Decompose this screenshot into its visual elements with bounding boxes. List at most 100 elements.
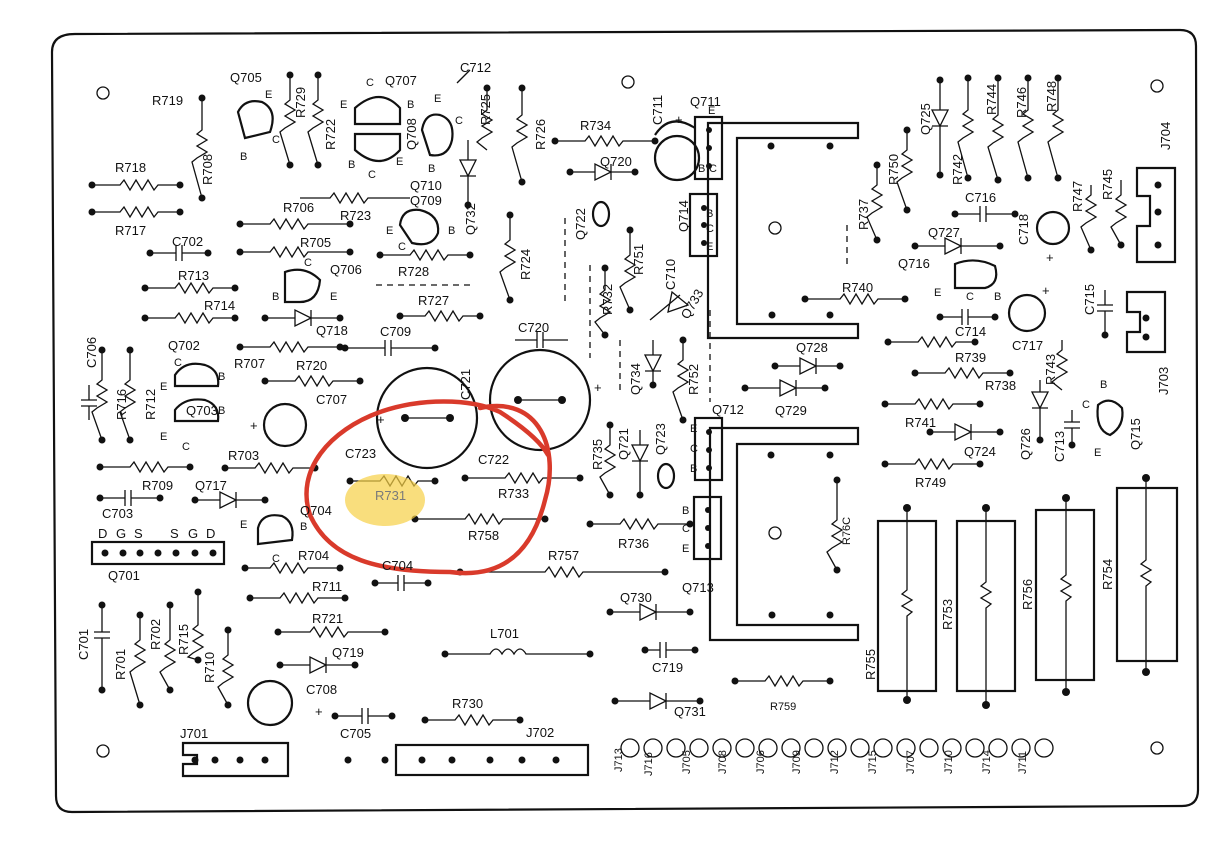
label-r722: R722 xyxy=(323,119,338,150)
label-q708: Q708 xyxy=(404,118,419,150)
label-j716: J716 xyxy=(643,752,655,776)
svg-text:B: B xyxy=(428,163,435,175)
label-r708: R708 xyxy=(200,154,215,185)
svg-text:C: C xyxy=(272,553,280,565)
label-r714: R714 xyxy=(204,298,235,313)
label-r737: R737 xyxy=(856,199,871,230)
svg-text:C: C xyxy=(690,443,698,455)
label-j706: J706 xyxy=(755,750,767,774)
label-r742: R742 xyxy=(950,154,965,185)
label-r738: R738 xyxy=(985,378,1016,393)
diodes xyxy=(195,80,1050,711)
svg-text:+: + xyxy=(594,380,602,395)
svg-text:C: C xyxy=(272,134,280,146)
heatsink-upper xyxy=(706,121,860,340)
q701-pin-3: S xyxy=(134,526,143,541)
transistor-bodies xyxy=(173,95,1124,546)
label-c715: C715 xyxy=(1082,284,1097,315)
label-r728: R728 xyxy=(398,264,429,279)
label-q729: Q729 xyxy=(775,403,807,418)
label-r730: R730 xyxy=(452,696,483,711)
label-r747: R747 xyxy=(1070,181,1085,212)
label-q727: Q727 xyxy=(928,225,960,240)
svg-text:B: B xyxy=(240,151,247,163)
svg-text:C: C xyxy=(182,441,190,453)
svg-text:E: E xyxy=(706,241,713,253)
label-q732: Q732 xyxy=(463,203,478,235)
label-r750: R750 xyxy=(886,154,901,185)
label-j701: J701 xyxy=(180,726,208,741)
label-j710: J710 xyxy=(943,750,955,774)
svg-text:B: B xyxy=(1100,379,1107,391)
svg-text:C: C xyxy=(174,357,182,369)
label-r726: R726 xyxy=(533,119,548,150)
svg-text:E: E xyxy=(340,99,347,111)
label-c711: C711 xyxy=(650,95,665,125)
label-r725: R725 xyxy=(478,94,493,125)
label-q713: Q713 xyxy=(682,580,714,595)
svg-text:E: E xyxy=(160,431,167,443)
label-c722: C722 xyxy=(478,452,509,467)
label-j709: J709 xyxy=(791,750,803,774)
svg-text:C: C xyxy=(368,169,376,181)
label-r713: R713 xyxy=(178,268,209,283)
label-c718: C718 xyxy=(1016,214,1031,245)
pads xyxy=(88,71,1162,764)
label-r717: R717 xyxy=(115,223,146,238)
svg-text:E: E xyxy=(682,543,689,555)
q701-pin-4: S xyxy=(170,526,179,541)
label-r701: R701 xyxy=(113,649,128,680)
svg-text:E: E xyxy=(330,291,337,303)
label-r709: R709 xyxy=(142,478,173,493)
svg-text:B: B xyxy=(218,371,225,383)
label-r740: R740 xyxy=(842,280,873,295)
label-q718: Q718 xyxy=(316,323,348,338)
label-r703: R703 xyxy=(228,448,259,463)
label-c705: C705 xyxy=(340,726,371,741)
label-c707: C707 xyxy=(316,392,347,407)
label-q717: Q717 xyxy=(195,478,227,493)
svg-text:B: B xyxy=(994,291,1001,303)
label-j704: J704 xyxy=(1158,122,1173,150)
label-q714: Q714 xyxy=(676,200,691,232)
label-q707: Q707 xyxy=(385,73,417,88)
label-r760: R76C xyxy=(841,517,853,545)
svg-text:E: E xyxy=(434,93,441,105)
svg-text:+: + xyxy=(315,704,323,719)
svg-text:C: C xyxy=(304,257,312,269)
label-c716: C716 xyxy=(965,190,996,205)
label-r757: R757 xyxy=(548,548,579,563)
label-r758: R758 xyxy=(468,528,499,543)
svg-text:C: C xyxy=(1082,399,1090,411)
svg-text:B: B xyxy=(218,405,225,417)
label-r754: R754 xyxy=(1100,559,1115,590)
svg-text:B: B xyxy=(448,225,455,237)
label-r710: R710 xyxy=(202,652,217,683)
svg-text:B: B xyxy=(407,99,414,111)
label-q730: Q730 xyxy=(620,590,652,605)
small-caps xyxy=(81,69,1113,724)
label-r704: R704 xyxy=(298,548,329,563)
svg-text:+: + xyxy=(1042,283,1050,298)
svg-text:E: E xyxy=(1094,447,1101,459)
q701-pin-6: D xyxy=(206,526,215,541)
label-q723: Q723 xyxy=(653,423,668,455)
svg-text:C: C xyxy=(966,291,974,303)
dashed-jumpers xyxy=(376,218,848,402)
svg-text:E: E xyxy=(708,105,715,117)
label-r753: R753 xyxy=(940,599,955,630)
connectors xyxy=(90,115,1177,778)
label-j711: J711 xyxy=(1017,751,1029,774)
label-c714: C714 xyxy=(955,324,986,339)
heatsink-lower xyxy=(708,426,860,642)
label-c710: C710 xyxy=(663,259,678,290)
svg-text:E: E xyxy=(386,225,393,237)
label-j708: J708 xyxy=(717,750,729,774)
label-q710: Q710 xyxy=(410,178,442,193)
label-q731: Q731 xyxy=(674,704,706,719)
label-r715: R715 xyxy=(176,624,191,655)
label-r731: R731 xyxy=(375,488,406,503)
svg-text:E: E xyxy=(396,156,403,168)
label-r736: R736 xyxy=(618,536,649,551)
